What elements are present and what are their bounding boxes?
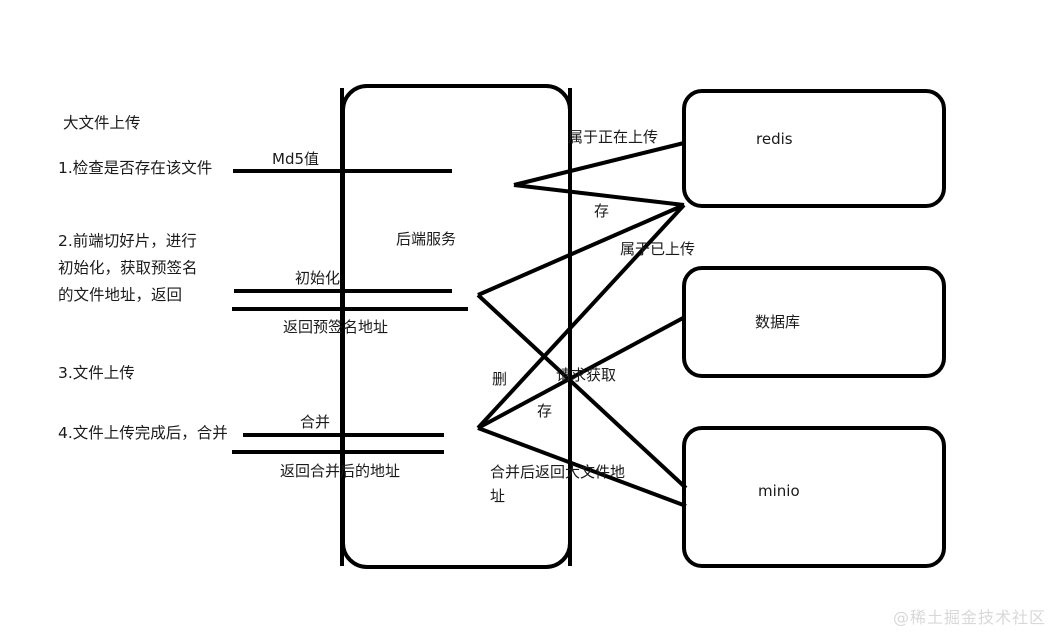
edge-label-uploaded: 属于已上传 — [620, 240, 696, 258]
edge-label-merged-return-line2: 址 — [490, 487, 506, 505]
edge-store-upper-line — [477, 203, 685, 297]
step-4-label: 4.文件上传完成后，合并 — [58, 424, 228, 442]
edge-delete-line — [476, 203, 686, 430]
edge-label-store-upper: 存 — [594, 202, 610, 220]
step-1-label: 1.检查是否存在该文件 — [58, 159, 213, 177]
edge-merged-return-line — [477, 426, 687, 508]
step-2-label-line1: 2.前端切好片，进行 — [58, 232, 197, 250]
step-2-label-line2: 初始化，获取预签名 — [58, 259, 198, 277]
redis-box — [682, 89, 946, 208]
edge-label-init: 初始化 — [295, 269, 341, 287]
minio-box — [682, 426, 946, 568]
edge-label-request-fetch: 请求获取 — [556, 366, 617, 384]
database-label: 数据库 — [755, 313, 801, 331]
backend-service-label: 后端服务 — [396, 230, 457, 248]
edge-uploading-line — [513, 141, 685, 187]
database-box — [682, 266, 946, 378]
edge-label-return-merged: 返回合并后的地址 — [280, 462, 401, 480]
step-2-label-line3: 的文件地址，返回 — [58, 286, 183, 304]
edge-label-merged-return-line1: 合并后返回大文件地 — [490, 463, 626, 481]
edge-label-store-lower: 存 — [537, 402, 553, 420]
diagram-title: 大文件上传 — [63, 114, 141, 132]
edge-label-merge: 合并 — [300, 413, 331, 431]
edge-uploaded-line — [513, 183, 685, 207]
minio-label: minio — [758, 482, 800, 500]
edge-label-return-presigned: 返回预签名地址 — [283, 318, 389, 336]
edge-request-fetch-line — [476, 293, 688, 490]
step-3-label: 3.文件上传 — [58, 364, 135, 382]
edge-store-lower-line — [477, 316, 684, 430]
redis-label: redis — [756, 130, 793, 148]
edge-label-uploading: 属于正在上传 — [568, 128, 659, 146]
watermark: @稀土掘金技术社区 — [892, 608, 1046, 627]
edge-label-md5: Md5值 — [272, 150, 320, 168]
edge-label-delete: 删 — [492, 370, 508, 388]
